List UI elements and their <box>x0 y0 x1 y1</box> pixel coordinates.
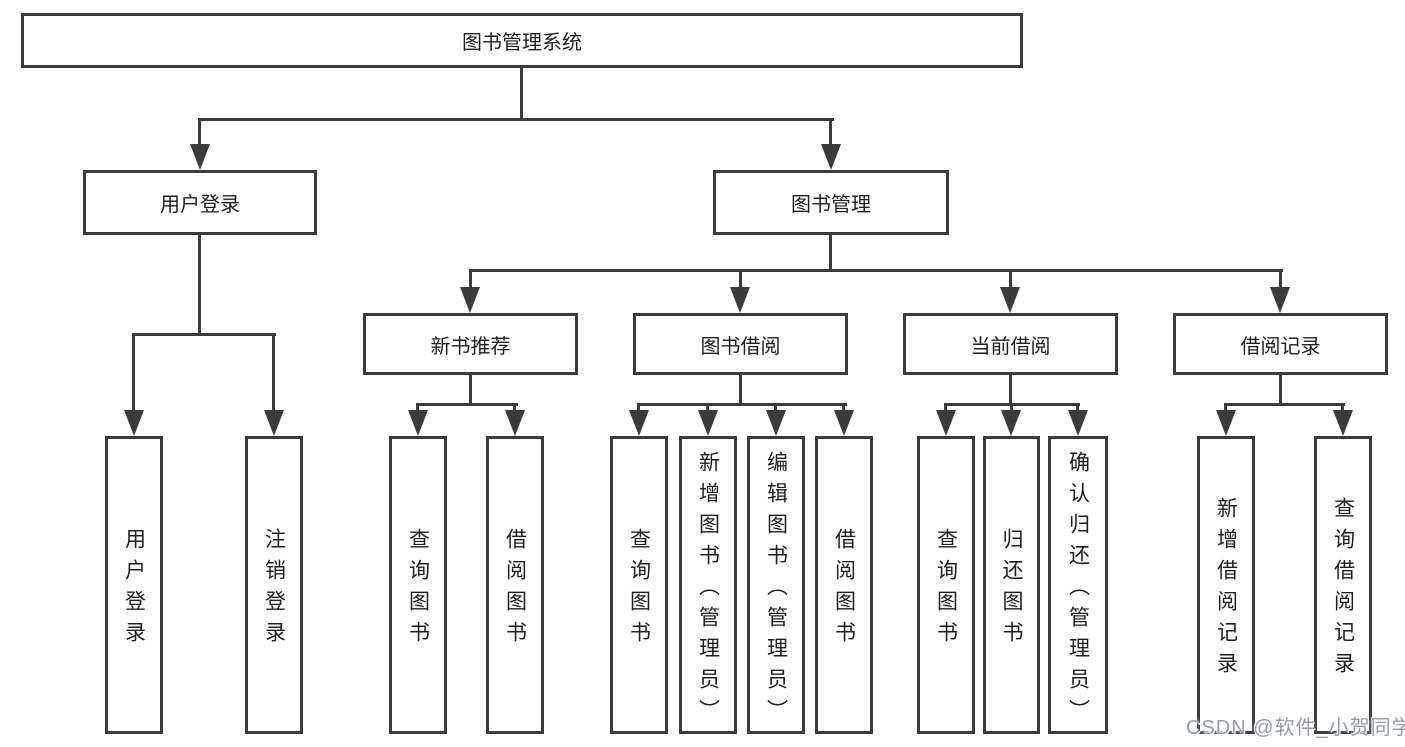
node-label: 图书管理系统 <box>462 32 582 54</box>
connector-line <box>513 403 516 412</box>
leaf-query-books-borrowing: 查询图书 <box>610 436 668 734</box>
leaf-add-books-admin: 新增图书（管理员） <box>679 436 737 734</box>
arrow-down-icon <box>264 410 284 436</box>
leaf-add-borrow-record: 新增借阅记录 <box>1197 436 1255 734</box>
connector-line <box>1224 403 1345 406</box>
node-current-borrowing: 当前借阅 <box>903 313 1118 375</box>
connector-line <box>1224 403 1227 412</box>
arrow-down-icon <box>190 144 210 170</box>
node-label: 编辑图书（管理员） <box>764 450 788 730</box>
arrow-down-icon <box>505 410 525 436</box>
connector-line <box>132 333 135 411</box>
connector-line <box>1010 403 1013 412</box>
leaf-borrow-books-recommend: 借阅图书 <box>486 436 544 734</box>
leaf-borrow-books: 借阅图书 <box>815 436 873 734</box>
leaf-query-books-current: 查询图书 <box>917 436 975 734</box>
connector-line <box>637 403 847 406</box>
connector-line <box>739 269 742 289</box>
csdn-watermark: CSDN @软件_小贺同学 <box>1186 717 1405 739</box>
connector-line <box>1009 269 1012 289</box>
leaf-user-login: 用户登录 <box>105 436 163 734</box>
connector-line <box>272 333 275 411</box>
connector-line <box>829 233 832 272</box>
node-label: 归还图书 <box>1000 528 1023 652</box>
connector-line <box>1279 269 1282 289</box>
node-label: 查询图书 <box>934 528 958 652</box>
node-label: 图书借阅 <box>700 335 781 358</box>
node-label: 借阅图书 <box>832 528 856 652</box>
connector-line <box>774 403 777 412</box>
node-new-book-recommendation: 新书推荐 <box>363 313 578 375</box>
leaf-edit-books-admin: 编辑图书（管理员） <box>747 436 805 734</box>
leaf-confirm-return-admin: 确认归还（管理员） <box>1048 436 1108 734</box>
arrow-down-icon <box>1000 287 1020 313</box>
connector-line <box>842 403 845 412</box>
node-book-management: 图书管理 <box>713 170 949 235</box>
arrow-down-icon <box>460 287 480 313</box>
leaf-logout: 注销登录 <box>245 436 303 734</box>
node-label: 借阅记录 <box>1240 335 1321 358</box>
node-label: 图书管理 <box>791 194 871 216</box>
arrow-down-icon <box>698 410 718 436</box>
leaf-return-books: 归还图书 <box>983 436 1040 734</box>
node-label: 确认归还（管理员） <box>1066 450 1090 730</box>
arrow-down-icon <box>408 410 428 436</box>
connector-line <box>829 118 832 146</box>
connector-line <box>706 403 709 412</box>
arrow-down-icon <box>936 410 956 436</box>
node-user-login: 用户登录 <box>83 170 317 235</box>
node-label: 新增借阅记录 <box>1214 497 1238 683</box>
arrow-down-icon <box>766 410 786 436</box>
connector-line <box>469 269 1283 272</box>
node-label: 新增图书（管理员） <box>696 450 720 730</box>
connector-line <box>1341 403 1344 412</box>
connector-line <box>944 403 947 412</box>
connector-line <box>1279 373 1282 406</box>
connector-line <box>198 118 834 121</box>
arrow-down-icon <box>124 410 144 436</box>
node-label: 注销登录 <box>262 528 286 652</box>
node-book-borrowing: 图书借阅 <box>633 313 848 375</box>
connector-line <box>469 269 472 289</box>
node-label: 当前借阅 <box>970 335 1051 358</box>
arrow-down-icon <box>1001 410 1021 436</box>
arrow-down-icon <box>834 410 854 436</box>
arrow-down-icon <box>1270 287 1290 313</box>
arrow-down-icon <box>1068 410 1088 436</box>
arrow-down-icon <box>629 410 649 436</box>
node-label: 借阅图书 <box>503 528 527 652</box>
node-borrowing-records: 借阅记录 <box>1173 313 1388 375</box>
connector-line <box>416 403 419 412</box>
leaf-query-books-recommend: 查询图书 <box>389 436 447 734</box>
arrow-down-icon <box>730 287 750 313</box>
node-label: 用户登录 <box>122 528 146 652</box>
connector-line <box>416 403 518 406</box>
arrow-down-icon <box>1333 410 1353 436</box>
node-label: 查询图书 <box>406 528 430 652</box>
node-label: 查询借阅记录 <box>1331 497 1355 683</box>
connector-line <box>132 333 276 336</box>
node-label: 新书推荐 <box>430 335 511 358</box>
node-label: 查询图书 <box>627 528 651 652</box>
connector-line <box>520 68 523 121</box>
node-label: 用户登录 <box>160 194 240 216</box>
arrow-down-icon <box>821 144 841 170</box>
arrow-down-icon <box>1216 410 1236 436</box>
leaf-query-borrow-record: 查询借阅记录 <box>1314 436 1372 734</box>
connector-line <box>1009 373 1012 406</box>
node-library-system-root: 图书管理系统 <box>21 13 1023 68</box>
connector-line <box>469 373 472 406</box>
connector-line <box>637 403 640 412</box>
connector-line <box>1076 403 1079 412</box>
connector-line <box>739 373 742 406</box>
connector-line <box>198 118 201 146</box>
connector-line <box>198 233 201 336</box>
